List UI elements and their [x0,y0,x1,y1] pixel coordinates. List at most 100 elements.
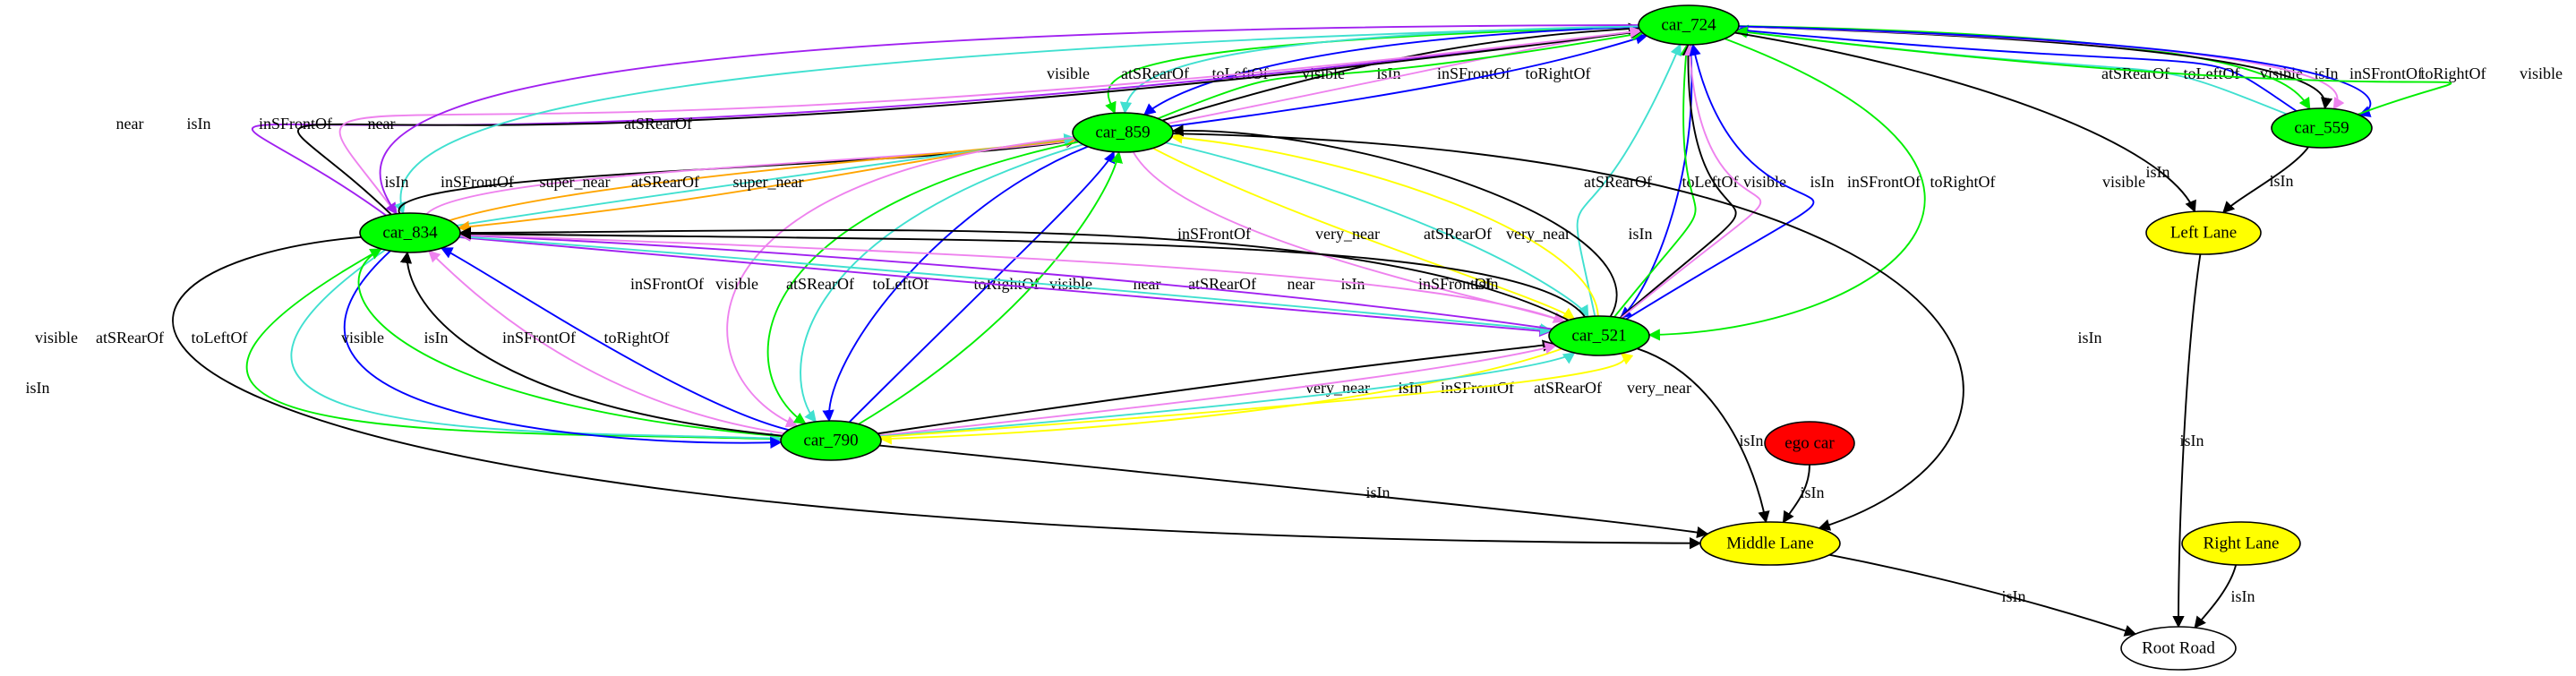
node-ellipse [1638,4,1740,46]
edge-label: isIn [2146,163,2170,181]
edge-label: visible [1047,64,1090,82]
node-label: car_724 [1661,16,1716,35]
edge-line [2222,146,2309,214]
edge-car_724-car_859: visible [1047,25,1639,115]
node-label: Left Lane [2170,224,2237,243]
edge-label: isIn [2231,587,2255,605]
edge-car_834-car_790: toLeftOf [192,250,783,449]
edge-line [1613,43,1697,318]
node-car_859[interactable]: car_859 [1072,112,1174,153]
edge-line [296,26,1643,216]
edge-car_834-car_724: inSFrontOf [259,26,1642,215]
edge-line [858,150,1123,425]
edge-car_834-middle_lane: isIn [26,235,1702,550]
edge-car_559-car_724: visible [1735,26,2563,116]
edge-line [1576,43,1682,317]
edge-label: very_near [1627,379,1691,397]
edge-label: inSFrontOf [441,173,514,191]
node-label: Middle Lane [1726,535,1814,553]
edge-line [2194,564,2238,629]
node-left_lane[interactable]: Left Lane [2145,210,2262,255]
edge-line [726,136,1074,428]
edge-label: inSFrontOf [630,275,704,293]
node-label: Root Road [2142,639,2215,658]
edge-label: visible [2102,173,2145,191]
node-car_834[interactable]: car_834 [359,212,461,253]
edge-line [344,250,783,449]
edge-car_790-car_521: atSRearOf [879,352,1602,438]
node-car_559[interactable]: car_559 [2271,107,2373,149]
edge-car_859-car_790: toLeftOf [822,145,1089,423]
edge-line [458,235,1552,338]
edge-line [848,150,1116,424]
edge-line [1105,25,1639,115]
edge-right_lane-root_road: isIn [2194,564,2255,629]
edge-line [822,145,1089,423]
edge-car_790-car_834: toRightOf [440,247,789,432]
edge-car_559-car_724: toLeftOf [1736,24,2298,112]
edge-label: atSRearOf [96,329,164,347]
node-ellipse [1072,112,1174,153]
edge-label: isIn [26,379,50,397]
edge-car_790-car_834: inSFrontOf [428,250,784,435]
node-middle_lane[interactable]: Middle Lane [1699,521,1841,566]
edge-label: super_near [540,173,611,191]
edge-line [1620,43,1762,319]
edge-line [1157,29,1644,120]
node-ellipse [780,420,882,461]
edge-label: atSRearOf [786,275,854,293]
node-ellipse [2120,626,2237,671]
edge-label: toRightOf [603,329,669,347]
node-car_724[interactable]: car_724 [1638,4,1740,46]
edge-car_859-middle_lane: isIn [1172,133,2102,531]
edge-label: isIn [2270,172,2294,190]
edge-line [399,251,783,437]
edge-car_724-car_834: near [368,24,1639,215]
edge-line [879,444,1709,539]
edge-line [458,227,1570,321]
edge-label: isIn [1366,483,1391,501]
node-car_521[interactable]: car_521 [1548,315,1650,356]
edge-label: super_near [733,173,804,191]
edge-line [1619,44,1693,319]
node-car_790[interactable]: car_790 [780,420,882,461]
edge-label: atSRearOf [1584,173,1652,191]
edge-car_521-car_859: isIn [1171,124,1653,318]
node-label: car_521 [1571,327,1626,346]
edge-line [879,352,1576,438]
edge-car_859-car_790: visible [715,141,1079,424]
edge-line [877,339,1555,435]
edge-car_859-car_724: toRightOf [1170,32,1648,128]
edge-line [1782,464,1810,524]
edge-car_521-car_724: atSRearOf [1576,43,1682,317]
edge-label: atSRearOf [2101,64,2169,82]
edge-line [428,250,784,435]
edge-line [379,24,1639,215]
edge-car_724-left_lane: isIn [1734,31,2196,213]
edge-line [1637,347,1770,524]
edge-line [880,352,1634,439]
edge-line [172,235,1702,550]
node-root_road[interactable]: Root Road [2120,626,2237,671]
node-label: car_859 [1095,124,1150,142]
edge-line [1736,24,2298,112]
edge-car_834-car_790: atSRearOf [96,249,783,445]
edge-label: isIn [1475,275,1499,293]
edge-car_790-car_834: isIn [399,251,783,437]
edge-car_834-car_521: near [458,235,1552,338]
edge-car_521-car_834: near [458,229,1553,330]
node-ellipse [1764,421,1855,466]
edge-label: atSRearOf [624,115,692,133]
edge-car_724-car_521: toLeftOf [1619,44,1738,319]
edge-line [1165,141,1589,318]
node-ego_car[interactable]: ego car [1764,421,1855,466]
edge-car_859-car_790: inSFrontOf [630,136,1074,428]
edge-label: isIn [424,329,449,347]
edge-label: atSRearOf [1534,379,1602,397]
edge-car_521-car_834: inSFrontOf [458,228,1565,323]
edge-label: inSFrontOf [1177,225,1251,243]
node-right_lane[interactable]: Right Lane [2181,521,2301,566]
edge-line [290,249,783,445]
edge-line [458,227,1586,318]
